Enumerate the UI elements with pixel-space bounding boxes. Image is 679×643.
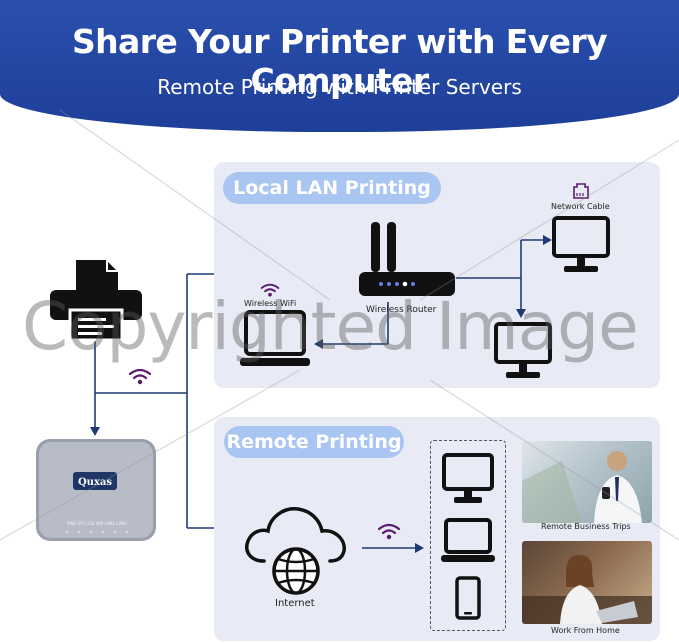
remote-business-trips-label: Remote Business Trips	[541, 522, 631, 531]
print-server-brand: Quxas	[77, 477, 113, 488]
remote-devices-group	[430, 440, 506, 631]
print-server-device	[36, 439, 156, 541]
wifi-icon	[128, 368, 152, 385]
cloud-globe-icon	[245, 507, 346, 595]
ethernet-port-icon	[573, 183, 589, 199]
wireless-router-label: Wireless Router	[366, 305, 437, 315]
internet-label: Internet	[275, 598, 315, 609]
print-server-port-labels: PWR SYS USB Wifi LAN1 LAN2	[67, 521, 127, 526]
wireless-wifi-label: Wireless WiFi	[244, 299, 297, 308]
smartphone-icon	[455, 576, 481, 620]
network-cable-label: Network Cable	[551, 202, 610, 211]
remote-business-trips-photo	[522, 441, 652, 523]
monitor-icon	[442, 453, 494, 503]
header-banner: Share Your Printer with Every Computer R…	[0, 0, 679, 132]
banner-subtitle: Remote Printing with Printer Servers	[157, 75, 522, 99]
banner-title: Share Your Printer with Every Computer	[71, 22, 608, 100]
monitor-icon	[552, 216, 610, 272]
wifi-icon	[377, 523, 401, 540]
copyright-watermark: Copyrighted Image	[22, 288, 639, 365]
router-icon	[359, 222, 455, 296]
monitor-icon	[494, 322, 552, 378]
wifi-icon	[260, 283, 280, 297]
work-from-home-photo	[522, 541, 652, 624]
lan-printing-heading: Local LAN Printing	[223, 172, 441, 204]
work-from-home-label: Work From Home	[551, 626, 620, 635]
remote-printing-heading: Remote Printing	[224, 426, 404, 458]
printer-icon	[50, 260, 142, 342]
laptop-icon	[441, 518, 495, 562]
laptop-icon	[240, 310, 310, 366]
